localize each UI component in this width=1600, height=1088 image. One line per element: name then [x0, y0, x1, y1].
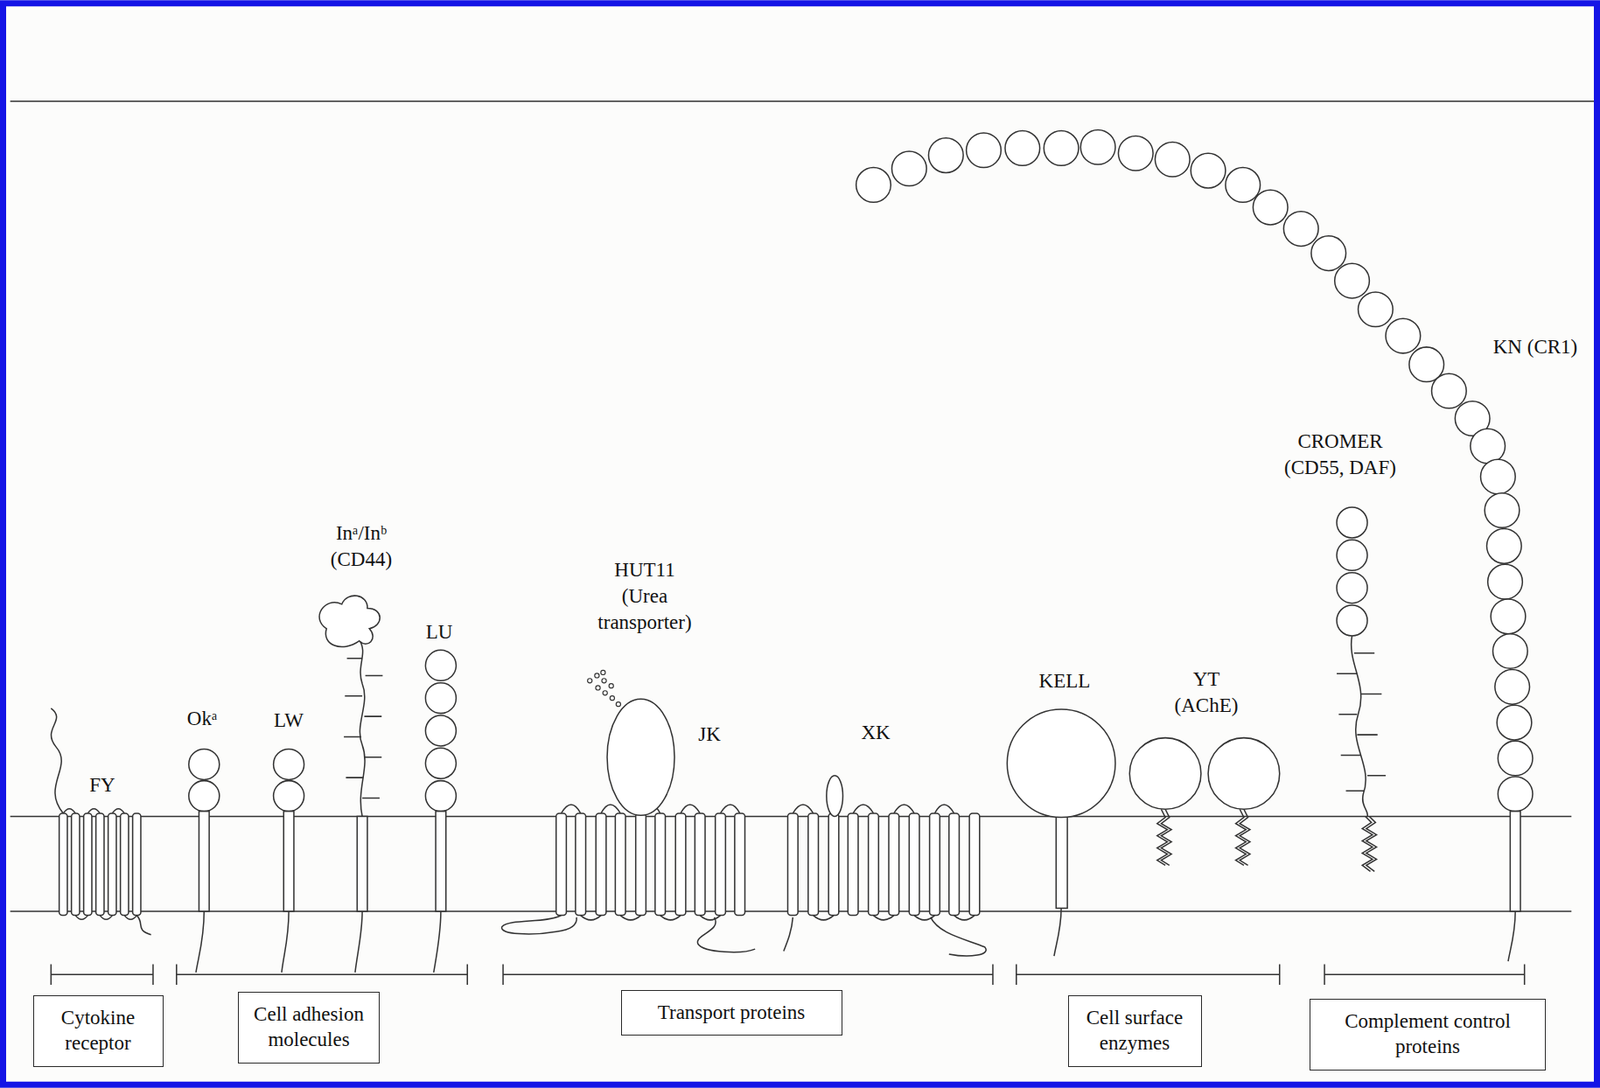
category-text: Transport proteins	[628, 1000, 835, 1027]
antigen-label: KELL	[1039, 668, 1091, 695]
antigen-label: LU	[426, 619, 454, 646]
category-text: Cell surface enzymes	[1075, 1006, 1195, 1057]
category-box: Cell adhesion molecules	[237, 992, 380, 1064]
antigen-label: HUT11 (Urea transporter)	[593, 557, 697, 636]
antigen-label: FY	[89, 772, 115, 799]
antigen-label: JK	[698, 721, 721, 748]
category-box: Complement control proteins	[1309, 999, 1546, 1071]
antigen-label: Okᵃ	[187, 705, 217, 733]
antigen-label: KN (CR1)	[1493, 334, 1578, 361]
category-box: Cell surface enzymes	[1068, 995, 1202, 1068]
antigen-label: CROMER (CD55, DAF)	[1278, 428, 1403, 482]
category-text: Complement control proteins	[1317, 1009, 1538, 1061]
antigen-label: Inᵃ/Inᵇ (CD44)	[323, 520, 399, 573]
category-text: Cell adhesion molecules	[245, 1002, 372, 1054]
category-box: Cytokine receptor	[33, 995, 164, 1068]
category-text: Cytokine receptor	[41, 1006, 156, 1057]
category-box: Transport proteins	[621, 990, 843, 1037]
antigen-label: LW	[273, 707, 304, 734]
antigen-label: XK	[860, 719, 890, 747]
antigen-label: YT (AChE)	[1166, 666, 1246, 720]
